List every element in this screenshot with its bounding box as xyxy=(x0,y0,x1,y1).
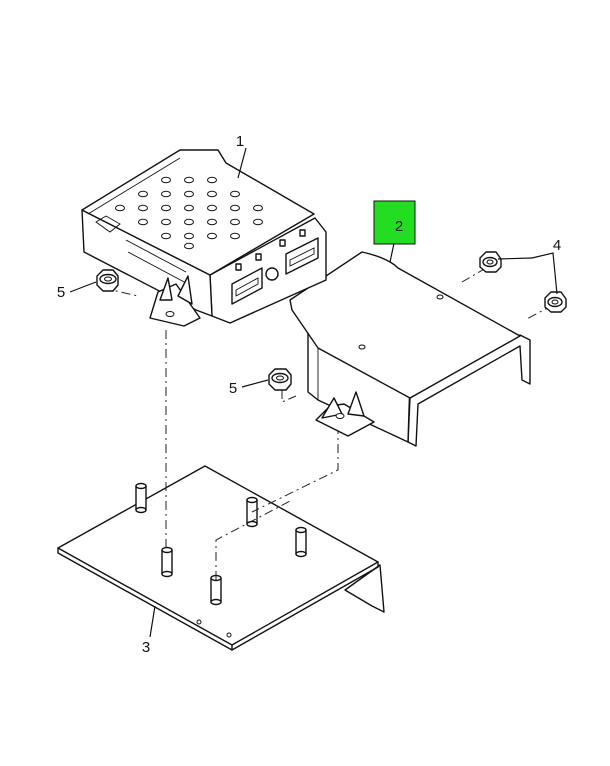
plate-stud xyxy=(210,574,222,606)
plate-stud xyxy=(135,482,147,514)
callout-1[interactable]: 1 xyxy=(236,133,244,150)
nut-middle[interactable] xyxy=(268,368,292,391)
callout-5-middle[interactable]: 5 xyxy=(229,380,237,397)
callout-4[interactable]: 4 xyxy=(553,237,561,254)
plate-stud xyxy=(161,546,173,578)
vent-holes xyxy=(115,176,263,250)
callout-2-highlight[interactable] xyxy=(373,200,416,245)
leader-lines xyxy=(69,147,558,638)
connector-right xyxy=(285,237,319,275)
callout-2[interactable]: 2 xyxy=(395,218,403,235)
nut-upper[interactable] xyxy=(479,251,502,273)
nut-lower[interactable] xyxy=(544,291,567,313)
bracket-cover[interactable] xyxy=(289,251,531,447)
callout-5-left[interactable]: 5 xyxy=(57,284,65,301)
connector-left xyxy=(231,267,263,305)
nut-left[interactable] xyxy=(96,269,119,292)
plate-stud xyxy=(295,526,307,558)
callout-3[interactable]: 3 xyxy=(142,639,150,656)
electronic-module[interactable] xyxy=(81,149,327,327)
mounting-plate[interactable] xyxy=(57,465,385,651)
